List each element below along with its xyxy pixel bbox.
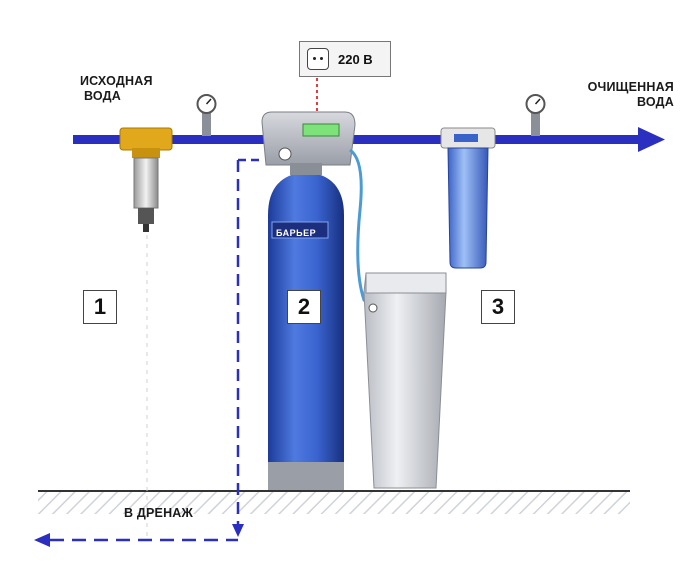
stage-number-1: 1 bbox=[83, 290, 117, 324]
stage-number-2: 2 bbox=[287, 290, 321, 324]
arrow-down-icon bbox=[232, 524, 244, 537]
source-water-line-1: ИСХОДНАЯ bbox=[80, 74, 153, 88]
brand-label: БАРЬЕР bbox=[276, 228, 317, 238]
power-supply-box: 220 В bbox=[299, 41, 391, 77]
stage-number-3: 3 bbox=[481, 290, 515, 324]
source-water-label: ИСХОДНАЯ ВОДА bbox=[80, 74, 153, 104]
drain-label: В ДРЕНАЖ bbox=[124, 506, 194, 520]
voltage-label: 220 В bbox=[338, 51, 373, 67]
pressure-gauge-icon bbox=[525, 94, 546, 136]
cartridge-filter bbox=[440, 127, 496, 269]
clean-water-line-1: ОЧИЩЕННАЯ bbox=[587, 80, 674, 94]
clean-water-line-2: ВОДА bbox=[636, 95, 674, 109]
control-valve-head bbox=[261, 111, 356, 175]
power-socket-icon bbox=[307, 48, 329, 70]
brine-tank bbox=[363, 272, 447, 489]
softener-tank bbox=[268, 172, 344, 490]
source-water-line-2: ВОДА bbox=[84, 89, 122, 103]
sediment-filter bbox=[119, 127, 173, 232]
brine-tube bbox=[349, 148, 373, 309]
clean-water-label: ОЧИЩЕННАЯ ВОДА bbox=[566, 80, 674, 110]
floor-hatch bbox=[38, 492, 630, 514]
arrow-right-icon bbox=[638, 127, 665, 152]
main-pipe bbox=[73, 135, 643, 144]
pressure-gauge-icon bbox=[196, 94, 217, 136]
arrow-left-icon bbox=[34, 533, 50, 547]
